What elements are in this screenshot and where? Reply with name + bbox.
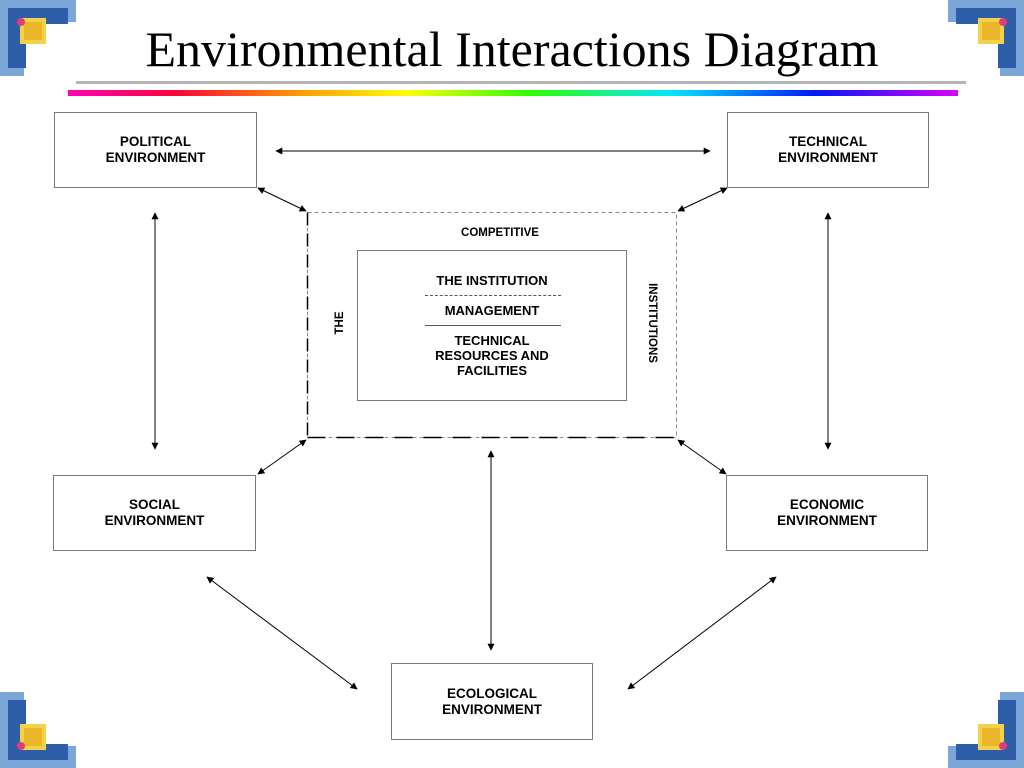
arrow-political-frame: [257, 187, 307, 212]
political-environment-box: POLITICAL ENVIRONMENT: [54, 112, 257, 188]
technical-environment-box: TECHNICAL ENVIRONMENT: [727, 112, 929, 188]
economic-environment-box: ECONOMIC ENVIRONMENT: [726, 475, 928, 551]
corner-decoration-bottom-right: [948, 692, 1024, 768]
institution-heading: THE INSTITUTION: [436, 273, 548, 288]
rainbow-divider: [68, 90, 958, 96]
arrow-economic-ecological: [627, 576, 777, 690]
institution-box: THE INSTITUTION MANAGEMENT TECHNICAL RES…: [357, 250, 627, 401]
technical-environment-label: TECHNICAL ENVIRONMENT: [778, 134, 878, 165]
title-underline: [76, 81, 966, 84]
frame-label-institutions: INSTITUTIONS: [646, 283, 658, 363]
social-environment-label: SOCIAL ENVIRONMENT: [104, 497, 205, 528]
frame-label-the: THE: [334, 311, 346, 335]
political-environment-label: POLITICAL ENVIRONMENT: [105, 134, 206, 165]
corner-decoration-top-left: [0, 0, 76, 76]
social-environment-box: SOCIAL ENVIRONMENT: [53, 475, 256, 551]
institution-dashed-divider: [425, 295, 561, 296]
slide-title: Environmental Interactions Diagram: [145, 21, 879, 77]
arrow-technical-frame: [677, 187, 728, 212]
arrow-frame-economic: [677, 439, 727, 475]
arrow-social-ecological: [206, 576, 358, 690]
ecological-environment-box: ECOLOGICAL ENVIRONMENT: [391, 663, 593, 740]
institution-management: MANAGEMENT: [444, 303, 540, 318]
frame-label-competitive: COMPETITIVE: [461, 227, 539, 239]
arrow-frame-social: [257, 439, 307, 475]
corner-decoration-top-right: [948, 0, 1024, 76]
institution-resources: TECHNICAL RESOURCES AND FACILITIES: [435, 333, 549, 378]
corner-decoration-bottom-left: [0, 692, 76, 768]
ecological-environment-label: ECOLOGICAL ENVIRONMENT: [442, 685, 542, 717]
institution-solid-divider: [425, 325, 561, 326]
economic-environment-label: ECONOMIC ENVIRONMENT: [777, 497, 877, 528]
